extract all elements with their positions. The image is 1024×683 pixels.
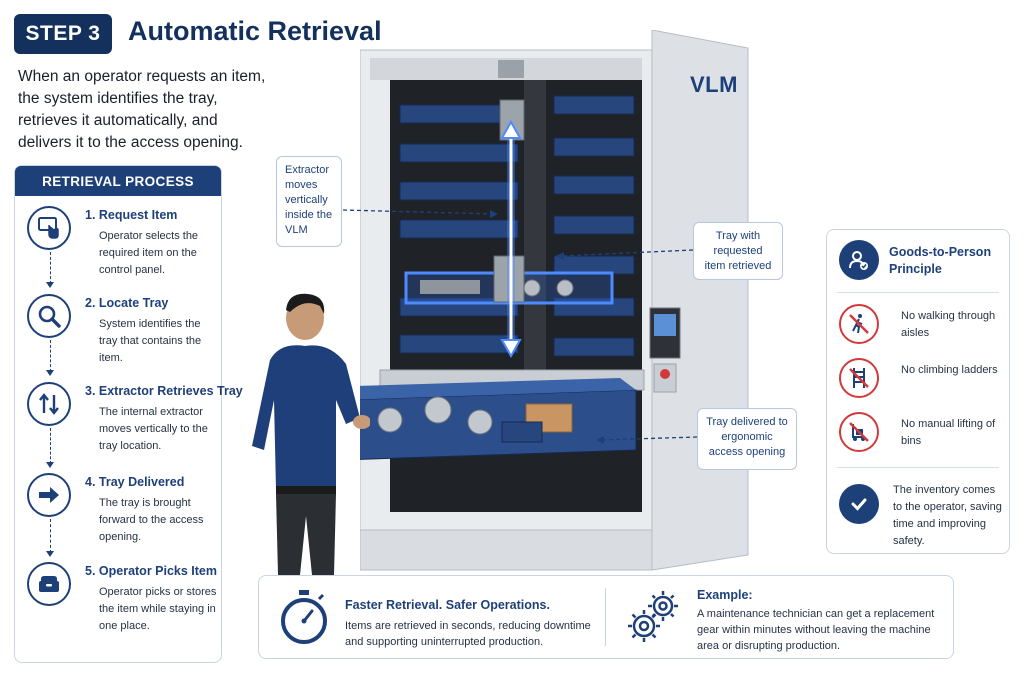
goods-to-person-title: Goods-to-Person Principle bbox=[889, 245, 992, 276]
bottom-info-panel: Faster Retrieval. Safer Operations. Item… bbox=[258, 575, 954, 659]
gtp-item-text: No walking through aisles bbox=[901, 310, 996, 339]
gtp-item-text: No manual lifting of bins bbox=[901, 418, 996, 447]
step-description: The tray is brought forward to the acces… bbox=[99, 497, 204, 543]
magnifier-icon bbox=[27, 294, 71, 338]
callout-extractor: Extractor moves vertically inside the VL… bbox=[276, 156, 342, 247]
step-description: Operator picks or stores the item while … bbox=[99, 586, 217, 632]
step-description: The internal extractor moves vertically … bbox=[99, 406, 208, 452]
step-badge: STEP 3 bbox=[14, 14, 112, 54]
gears-icon bbox=[628, 591, 678, 642]
bottom-text: Items are retrieved in seconds, reducing… bbox=[345, 620, 591, 648]
gtp-summary-text: The inventory comes to the operator, sav… bbox=[893, 484, 1002, 547]
gtp-item-text: No climbing ladders bbox=[901, 364, 998, 376]
bottom-title: Faster Retrieval. Safer Operations. bbox=[345, 598, 550, 612]
step-connector bbox=[50, 519, 51, 553]
connector-arrow-icon bbox=[46, 551, 54, 557]
stopwatch-icon bbox=[281, 590, 327, 644]
retrieval-process-panel: RETRIEVAL PROCESS 1. Request Item Operat… bbox=[14, 165, 243, 663]
right-arrow-icon bbox=[27, 473, 71, 517]
vlm-label: VLM bbox=[690, 72, 738, 97]
process-step-deliver: 4. Tray Delivered The tray is brought fo… bbox=[15, 473, 221, 563]
person-check-icon bbox=[839, 240, 879, 280]
connector-arrow-icon bbox=[46, 282, 54, 288]
step-title: 1. Request Item bbox=[85, 208, 178, 222]
divider bbox=[605, 588, 606, 646]
step-description: System identifies the tray that contains… bbox=[99, 318, 202, 364]
step-connector bbox=[50, 428, 51, 464]
page-title: Automatic Retrieval bbox=[128, 16, 382, 46]
intro-text: When an operator requests an item, the s… bbox=[18, 68, 266, 151]
touch-screen-icon bbox=[27, 206, 71, 250]
process-step-request: 1. Request Item Operator selects the req… bbox=[15, 206, 221, 296]
step-title: 5. Operator Picks Item bbox=[85, 564, 218, 578]
callout-tray-requested: Tray with requested item retrieved bbox=[693, 222, 783, 280]
step-connector bbox=[50, 252, 51, 284]
step-description: Operator selects the required item on th… bbox=[99, 230, 199, 276]
divider bbox=[837, 292, 999, 293]
step-title: 3. Extractor Retrieves Tray bbox=[85, 384, 243, 398]
retrieval-process-heading: RETRIEVAL PROCESS bbox=[15, 166, 221, 196]
up-down-arrows-icon bbox=[27, 382, 71, 426]
callout-tray-delivered: Tray delivered to ergonomic access openi… bbox=[697, 408, 797, 470]
connector-arrow-icon bbox=[46, 462, 54, 468]
no-lifting-icon bbox=[839, 412, 879, 452]
goods-to-person-panel: Goods-to-Person Principle No walking thr… bbox=[826, 229, 1010, 554]
process-step-pick: 5. Operator Picks Item Operator picks or… bbox=[15, 562, 221, 652]
checkmark-icon bbox=[839, 484, 879, 524]
no-ladder-icon bbox=[839, 358, 879, 398]
divider bbox=[837, 467, 999, 468]
example-title: Example: bbox=[697, 588, 753, 602]
step-connector bbox=[50, 340, 51, 372]
no-walking-icon bbox=[839, 304, 879, 344]
operator-figure bbox=[252, 293, 370, 575]
step-title: 2. Locate Tray bbox=[85, 296, 169, 310]
tray-box-icon bbox=[27, 562, 71, 606]
example-text: A maintenance technician can get a repla… bbox=[697, 608, 935, 652]
process-step-locate: 2. Locate Tray System identifies the tra… bbox=[15, 294, 221, 384]
connector-arrow-icon bbox=[46, 370, 54, 376]
vlm-machine-illustration bbox=[360, 30, 749, 571]
step-title: 4. Tray Delivered bbox=[85, 475, 185, 489]
process-step-extract: 3. Extractor Retrieves Tray The internal… bbox=[15, 382, 243, 472]
